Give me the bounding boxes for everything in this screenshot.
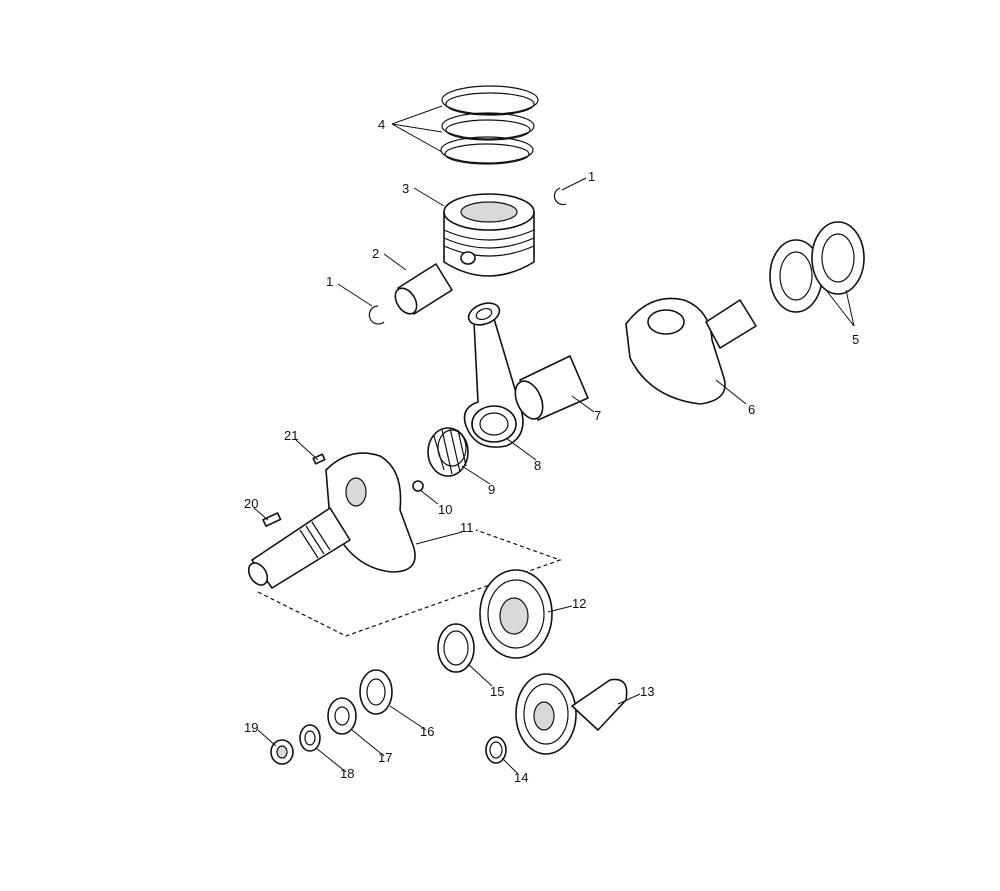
callout-17: 17 [378,750,392,765]
connecting-rod [463,302,524,448]
callout-3: 3 [402,181,409,196]
callout-18: 18 [340,766,354,781]
crankshaft-right-half [625,297,757,405]
callout-1-right: 1 [588,169,595,184]
flywheel-nut [270,739,294,765]
callout-4: 4 [378,117,385,132]
callout-12: 12 [572,596,586,611]
crank-pin [514,355,589,421]
ball [412,480,424,492]
callout-20: 20 [244,496,258,511]
callout-16: 16 [420,724,434,739]
thrust-washer [437,623,475,673]
piston-pin [394,263,453,315]
callout-2: 2 [372,246,379,261]
primary-gear [479,569,553,659]
callout-10: 10 [438,502,452,517]
callout-1-left: 1 [326,274,333,289]
callout-6: 6 [748,402,755,417]
crankshaft-left-half [247,452,562,637]
main-bearings [769,221,865,313]
needle-bearing [427,427,469,477]
callout-11: 11 [460,520,474,535]
lock-washer [299,724,321,752]
crankshaft-nut [327,697,357,735]
callout-7: 7 [594,408,601,423]
piston-rings [440,85,539,165]
callout-19: 19 [244,720,258,735]
balancer-shaft [515,673,628,755]
callout-8: 8 [534,458,541,473]
woodruff-key [262,512,282,527]
piston [443,193,535,277]
balancer-washer [485,736,507,764]
leader-lines [253,105,855,775]
drive-gear [359,669,393,715]
callout-9: 9 [488,482,495,497]
callout-13: 13 [640,684,654,699]
callout-14: 14 [514,770,528,785]
small-key [312,453,326,465]
piston-pin-clip-right [553,187,567,206]
callout-21: 21 [284,428,298,443]
callout-5: 5 [852,332,859,347]
piston-pin-clip-left [368,305,385,325]
callout-15: 15 [490,684,504,699]
